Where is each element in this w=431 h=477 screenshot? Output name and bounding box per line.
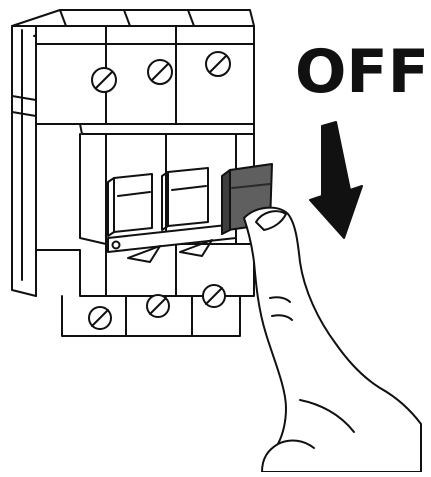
off-label: OFF xyxy=(295,37,429,107)
toggle-handle-2 xyxy=(162,168,208,230)
screw-bottom-1 xyxy=(89,307,111,329)
toggle-handles xyxy=(108,168,236,262)
screw-top-2 xyxy=(148,60,172,84)
bottom-screws xyxy=(89,285,225,329)
screw-bottom-2 xyxy=(147,295,169,317)
pointing-hand xyxy=(244,208,421,472)
screw-bottom-3 xyxy=(203,285,225,307)
toggle-handle-1 xyxy=(108,174,152,236)
screw-top-3 xyxy=(206,52,230,76)
down-arrow-icon xyxy=(310,122,362,238)
screw-top-1 xyxy=(92,68,116,92)
